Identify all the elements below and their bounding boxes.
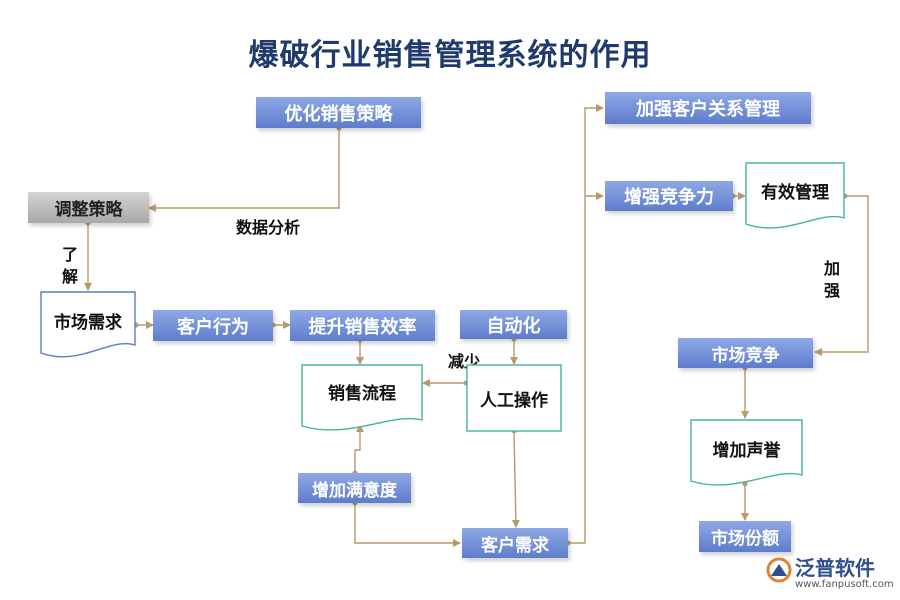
node-strengthen-crm: 加强客户关系管理	[605, 92, 811, 124]
node-customer-behavior: 客户行为	[153, 310, 273, 341]
edge-satisfaction-to-customer-demand	[354, 503, 461, 547]
edge-label-understand: 了 解	[61, 245, 78, 286]
node-automation: 自动化	[460, 310, 567, 339]
fanpusoft-logo: 泛普软件 www.fanpusoft.com	[765, 552, 895, 598]
node-optimize-strategy: 优化销售策略	[256, 97, 421, 128]
node-market-share: 市场份额	[699, 521, 791, 552]
edge-management-to-competition	[814, 195, 869, 356]
logo-url: www.fanpusoft.com	[795, 579, 894, 590]
node-improve-efficiency: 提升销售效率	[290, 310, 435, 341]
node-customer-demand: 客户需求	[462, 528, 568, 558]
node-enhance-competitiveness: 增强竞争力	[605, 181, 733, 211]
node-sales-process: 销售流程	[301, 364, 423, 432]
logo-name: 泛普软件	[795, 556, 875, 580]
node-market-competition: 市场竞争	[678, 338, 813, 368]
node-market-demand: 市场需求	[40, 291, 136, 359]
logo-icon	[766, 557, 792, 583]
node-manual-operation: 人工操作	[466, 364, 562, 432]
node-adjust-strategy: 调整策略	[28, 192, 149, 223]
node-effective-management: 有效管理	[745, 162, 845, 230]
edge-optimize-to-adjust	[148, 128, 340, 212]
node-increase-reputation: 增加声誉	[690, 419, 803, 487]
edge-customer-demand-to-crm	[568, 104, 604, 544]
page-title: 爆破行业销售管理系统的作用	[248, 38, 652, 73]
edge-label-data-analysis: 数据分析	[236, 218, 301, 237]
edge-manual-to-customer-demand	[511, 430, 520, 528]
edge-satisfaction-to-process	[354, 424, 364, 473]
node-increase-satisfaction: 增加满意度	[298, 473, 411, 503]
edge-label-strengthen: 加 强	[823, 259, 840, 300]
